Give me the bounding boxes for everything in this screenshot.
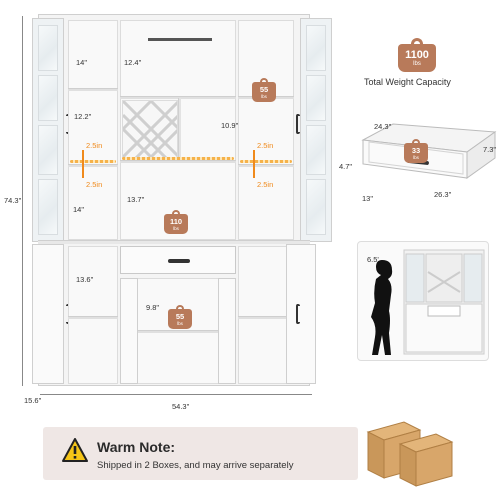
lower-center-right-door: [218, 278, 236, 384]
shelf: [120, 160, 236, 163]
dim-bottom-side: 13.6": [76, 275, 94, 284]
dim-top-left-shelf: 14": [76, 58, 88, 67]
person-silhouette: [371, 249, 485, 355]
lower-left-door: [32, 244, 64, 384]
led-strip: [122, 157, 234, 160]
adjust-arrow: [253, 150, 255, 178]
drawer-handle: [168, 259, 190, 263]
shelf: [68, 88, 118, 91]
stemware-rack: [148, 38, 212, 41]
center-drawer: [120, 246, 236, 274]
lower-right-door: [286, 244, 316, 384]
door-handle: [296, 114, 300, 134]
dim-drawer-side-depth: 13": [362, 194, 374, 203]
upper-right-compartment: [238, 20, 294, 240]
shelf: [68, 164, 118, 167]
adjust-arrow: [82, 150, 84, 178]
dim-wine-rack: 10.9": [221, 121, 239, 130]
lower-center-left-door: [120, 278, 138, 384]
dim-drawer-height-front: 4.7": [339, 162, 353, 171]
dim-lower-side-shelf: 14": [73, 205, 85, 214]
dim-adjust-step: 2.5in: [257, 180, 274, 189]
led-strip: [240, 160, 292, 163]
dim-upper-side-mid: 12.2": [74, 112, 92, 121]
shelf: [120, 96, 236, 99]
right-glass-door: [300, 18, 332, 242]
lower-left-compartment: [68, 246, 118, 384]
dim-overall-depth: 15.6": [24, 396, 42, 405]
dim-drawer-width: 26.3": [434, 190, 452, 199]
shelf: [136, 330, 220, 333]
dim-drawer-height-side: 7.3": [483, 145, 497, 154]
partition: [178, 98, 181, 160]
warm-note-text: Shipped in 2 Boxes, and may arrive separ…: [97, 460, 294, 471]
dim-bottom-center: 9.8": [146, 303, 160, 312]
wine-rack: [122, 100, 178, 158]
dim-adjust-step: 2.5in: [86, 141, 103, 150]
counter-top: [38, 240, 310, 244]
width-line: [40, 394, 312, 395]
height-line: [22, 16, 23, 386]
dim-overall-height: 74.3": [4, 196, 22, 205]
warning-icon: [62, 438, 88, 462]
dim-person-height: 6.5': [367, 255, 379, 264]
dim-drawer-depth: 24.3": [374, 122, 392, 131]
dim-center-open: 13.7": [127, 195, 145, 204]
shelf: [238, 164, 294, 167]
led-strip: [70, 160, 116, 163]
scale-comparison-photo: [357, 241, 489, 361]
shipping-boxes-icon: [366, 421, 454, 487]
shelf: [238, 316, 294, 319]
capacity-label: Total Weight Capacity: [364, 77, 451, 87]
dim-overall-width: 54.3": [172, 402, 190, 411]
warm-note-title: Warm Note:: [97, 439, 176, 455]
shelf: [68, 316, 118, 319]
pantry-cabinet-illustration: [32, 14, 332, 386]
upper-left-compartment: [68, 20, 118, 240]
warm-note-panel: [43, 427, 358, 480]
dim-top-center: 12.4": [124, 58, 142, 67]
dim-adjust-step: 2.5in: [86, 180, 103, 189]
left-glass-door: [32, 18, 64, 242]
door-handle: [296, 304, 300, 324]
dim-adjust-step: 2.5in: [257, 141, 274, 150]
lower-right-compartment: [238, 246, 294, 384]
